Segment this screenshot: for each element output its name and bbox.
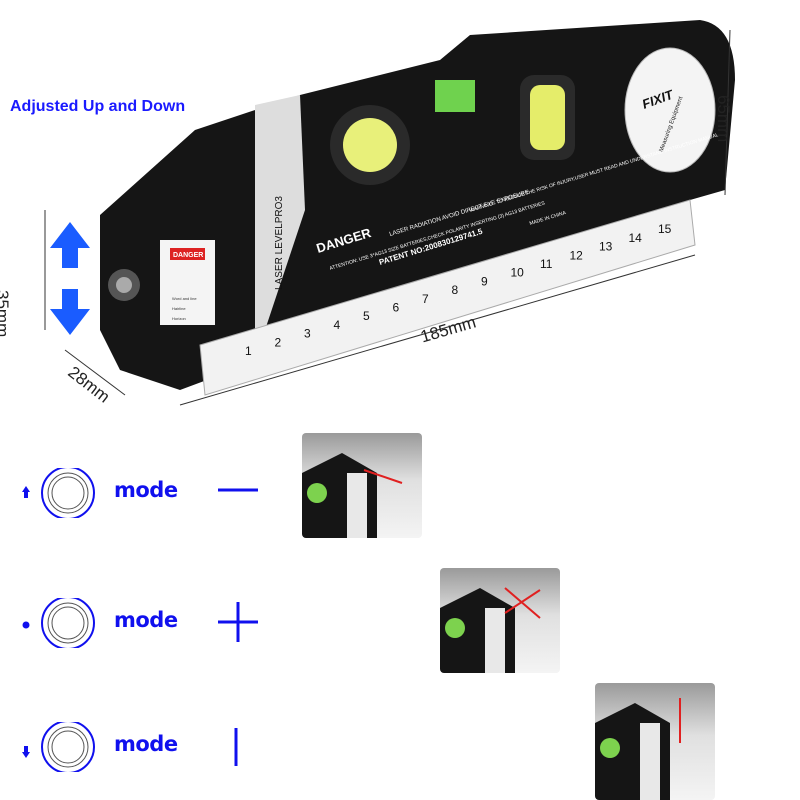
- ruler-tick-label: 11: [540, 257, 553, 271]
- dot-icon: [22, 621, 30, 629]
- mode-label: mode: [114, 478, 178, 502]
- ruler-tick-label: 9: [481, 274, 488, 288]
- mode-button-icon: [41, 598, 95, 648]
- cross-line-icon: [218, 602, 258, 642]
- ruler-tick-label: 2: [275, 335, 282, 349]
- side-dimension: 35mm: [0, 290, 12, 338]
- ruler-tick-label: 4: [334, 318, 341, 332]
- sticker-item: Hairline: [172, 306, 186, 311]
- sticker-item: Horizon: [172, 316, 186, 321]
- up-arrow-icon: [50, 222, 90, 268]
- down-arrow-icon: [50, 289, 90, 335]
- ruler-tick-label: 15: [658, 222, 672, 236]
- ruler-tick-label: 13: [599, 240, 613, 254]
- ruler-tick-label: 14: [629, 231, 643, 245]
- mode-label: mode: [114, 608, 178, 632]
- ruler-tick-label: 1: [245, 344, 252, 358]
- mode-row: mode: [18, 598, 268, 648]
- ruler-tick-label: 12: [570, 248, 584, 262]
- mode-row: mode: [18, 722, 268, 772]
- mode-button-icon: [41, 722, 95, 772]
- ruler-tick-label: 5: [363, 309, 370, 323]
- up-arrow-icon: [22, 486, 30, 498]
- sticker-item: Word and line: [172, 296, 197, 301]
- down-arrow-icon: [22, 746, 30, 758]
- sticker-title: DANGER: [173, 252, 203, 259]
- mode-photo-cross: [440, 568, 560, 673]
- mode-button-icon: [41, 468, 95, 518]
- mode-row: mode: [18, 468, 268, 518]
- headline: Adjusted Up and Down: [10, 98, 186, 115]
- height-dimension: 65mm: [714, 95, 733, 143]
- mode-photo-vertical: [595, 683, 715, 800]
- ruler-tick-label: 7: [422, 292, 429, 306]
- ruler-tick-label: 3: [304, 327, 311, 341]
- ruler-tick-label: 10: [511, 266, 525, 280]
- laser-level-product-image: FIXIT Measuring Equipment 12345678910111…: [44, 20, 735, 406]
- ruler-tick-label: 8: [452, 283, 459, 297]
- mode-photo-horizontal: [302, 433, 422, 538]
- mode-label: mode: [114, 732, 178, 756]
- model-label: LASER LEVELPRO3: [274, 196, 285, 290]
- ruler-tick-label: 6: [393, 301, 400, 315]
